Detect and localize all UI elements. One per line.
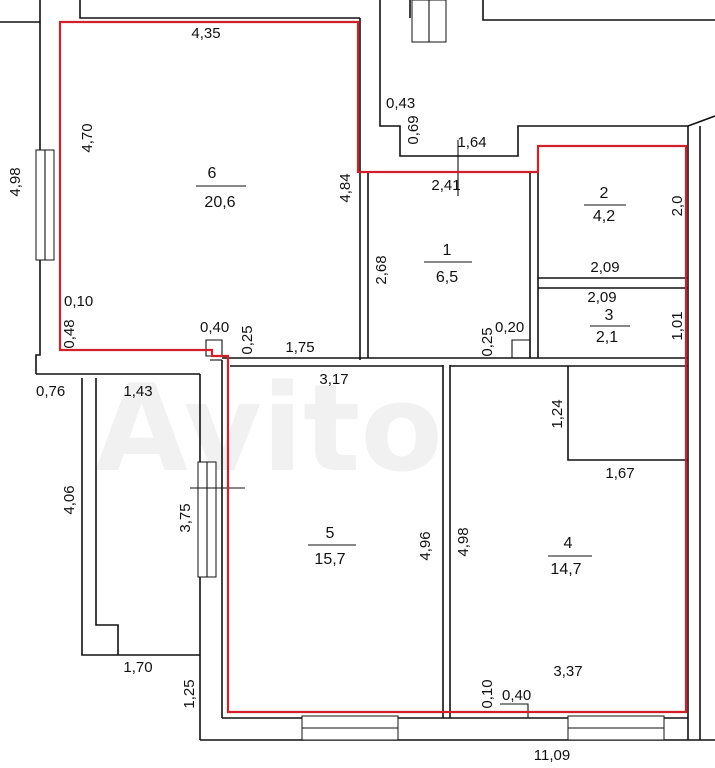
dim-2-68: 2,68: [373, 255, 390, 284]
dim-4-06: 4,06: [61, 485, 78, 514]
dim-4-98-left: 4,98: [7, 167, 24, 196]
room-1-area: 6,5: [436, 269, 458, 286]
dim-0-10-b: 0,10: [479, 679, 496, 708]
dim-0-69: 0,69: [405, 115, 422, 144]
room-2-number: 2: [600, 185, 609, 202]
dim-4-35: 4,35: [191, 25, 220, 42]
dim-0-25-a: 0,25: [239, 325, 256, 354]
walls: [0, 0, 715, 741]
room-4-number: 4: [564, 535, 573, 552]
room-labels: 6 20,6 1 6,5 2 4,2 3 2,1 5 15,7 4 14,7: [196, 165, 630, 578]
dim-2-41: 2,41: [431, 177, 460, 194]
dim-4-98-mid: 4,98: [455, 527, 472, 556]
dim-1-01: 1,01: [669, 311, 686, 340]
room-6-area: 20,6: [204, 194, 235, 211]
dim-4-96: 4,96: [417, 531, 434, 560]
dim-2-09-b: 2,09: [587, 289, 616, 306]
room-3-number: 3: [605, 307, 614, 324]
dim-1-75: 1,75: [285, 339, 314, 356]
dim-0-40-a: 0,40: [200, 319, 229, 336]
room-5-area: 15,7: [314, 551, 345, 568]
dim-1-64: 1,64: [457, 134, 486, 151]
room-5-number: 5: [326, 525, 335, 542]
dim-0-76: 0,76: [36, 383, 65, 400]
dim-2-0: 2,0: [669, 196, 686, 217]
room-3-area: 2,1: [596, 329, 618, 346]
dim-2-09-a: 2,09: [590, 259, 619, 276]
dim-1-70: 1,70: [123, 659, 152, 676]
dim-0-40-b: 0,40: [502, 687, 531, 704]
room-6-number: 6: [208, 165, 217, 182]
dim-1-43: 1,43: [123, 383, 152, 400]
dim-0-20: 0,20: [495, 319, 524, 336]
room-2-area: 4,2: [593, 208, 615, 225]
dim-0-48: 0,48: [61, 319, 78, 348]
dim-11-09: 11,09: [534, 747, 570, 764]
dim-0-10-a: 0,10: [64, 293, 93, 310]
dim-3-17: 3,17: [319, 371, 348, 388]
dim-4-70: 4,70: [79, 123, 96, 152]
avito-watermark: Avito: [95, 360, 443, 499]
dim-0-25-b: 0,25: [479, 327, 496, 356]
dim-3-75: 3,75: [177, 503, 194, 532]
dim-3-37: 3,37: [553, 663, 582, 680]
windows: [35, 0, 665, 741]
room-1-number: 1: [443, 242, 452, 259]
apartment-outline: [58, 20, 688, 714]
dim-1-24: 1,24: [549, 399, 566, 428]
dimension-labels: 4,35 4,70 4,98 4,84 0,43 0,69 1,64 2,41 …: [7, 25, 686, 764]
room-4-area: 14,7: [550, 561, 581, 578]
dim-0-43: 0,43: [386, 95, 415, 112]
dim-1-25: 1,25: [181, 679, 198, 708]
dim-4-84: 4,84: [337, 173, 354, 202]
dim-1-67: 1,67: [605, 465, 634, 482]
